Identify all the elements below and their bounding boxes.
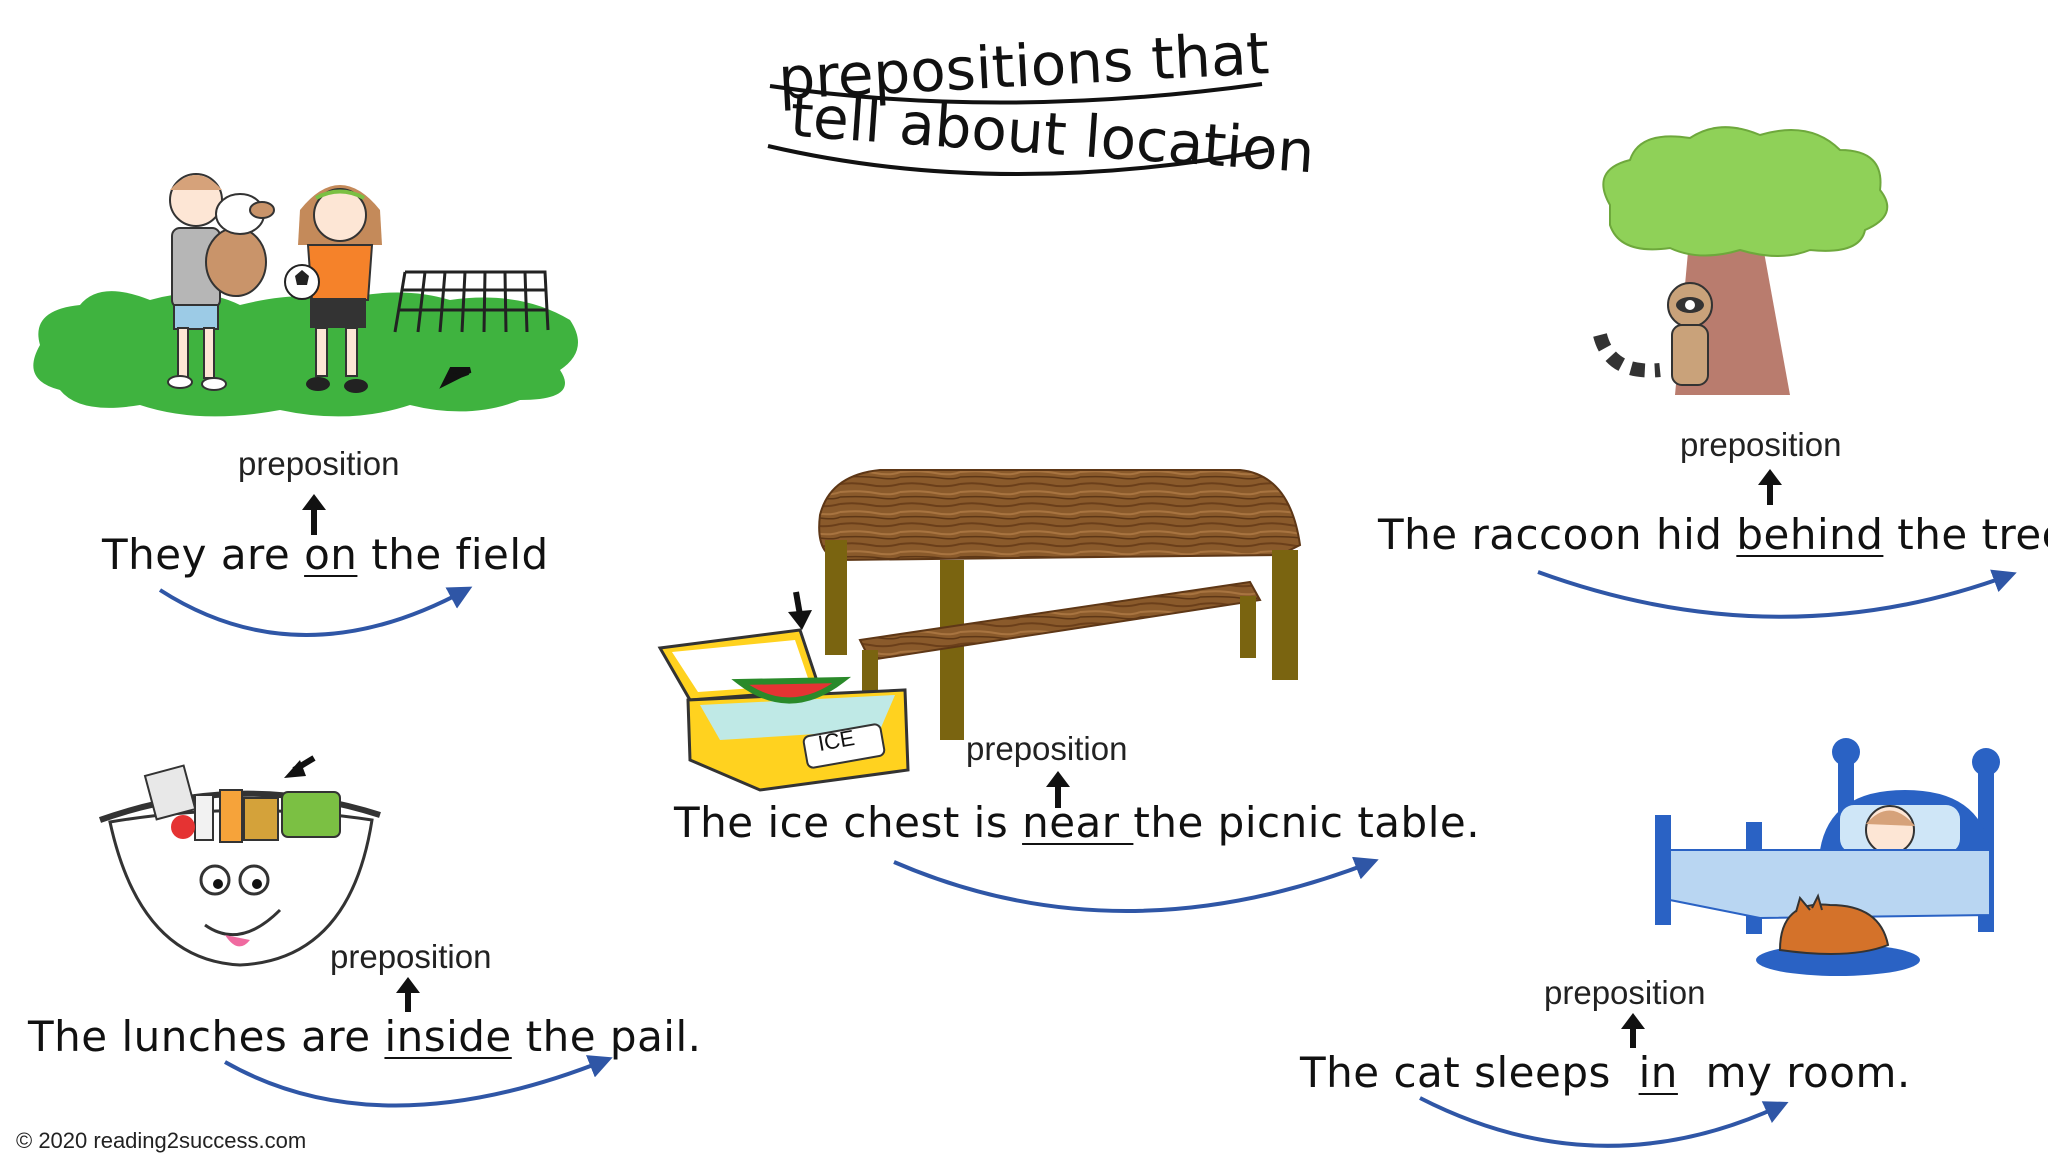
title-underline-bottom — [767, 144, 1269, 177]
preposition-in: in — [1638, 1048, 1678, 1097]
preposition-label-table: preposition — [966, 730, 1128, 767]
preposition-on: on — [304, 530, 358, 579]
bed-illustration — [1655, 738, 2000, 976]
pail-smile — [204, 908, 282, 937]
sentence-tree: The raccoon hid behind the tree. — [1378, 510, 2048, 559]
dog-figure — [205, 193, 275, 297]
curved-arrow-table — [893, 856, 1379, 913]
table-leg — [825, 540, 847, 655]
preposition-inside: inside — [384, 1012, 512, 1061]
curved-arrow-tree — [1537, 569, 2017, 619]
raccoon-figure — [1593, 282, 1713, 386]
pointer-arrow-field — [439, 367, 472, 389]
preposition-label-tree: preposition — [1680, 426, 1842, 463]
preposition-label-field: preposition — [238, 445, 400, 482]
sentence-pail: The lunches are inside the pail. — [28, 1012, 702, 1061]
sentence-table: The ice chest is near the picnic table. — [674, 798, 1481, 847]
preposition-label-pail: preposition — [330, 938, 492, 975]
soccer-goal — [393, 270, 550, 333]
lunchbox — [281, 791, 341, 838]
picnic-table-illustration — [818, 469, 1302, 740]
blanket — [1669, 849, 1991, 920]
pail-illustration — [98, 755, 381, 967]
table-top — [818, 469, 1302, 562]
preposition-label-room: preposition — [1544, 974, 1706, 1011]
preposition-behind: behind — [1736, 510, 1884, 559]
tree-canopy — [1602, 126, 1889, 257]
food-box — [143, 764, 197, 821]
bench — [858, 580, 1262, 662]
table-leg — [940, 560, 964, 740]
bench-leg — [1240, 596, 1256, 658]
sentence-room: The cat sleeps in my room. — [1300, 1048, 1911, 1097]
curved-arrow-pail — [224, 1055, 613, 1108]
sentence-field: They are on the field — [102, 530, 549, 579]
girl-figure — [284, 185, 382, 393]
curved-arrow-field — [158, 586, 473, 637]
tree-illustration — [1593, 126, 1889, 395]
curved-arrow-room — [1419, 1096, 1789, 1148]
ice-chest-illustration — [657, 591, 910, 792]
cat-figure — [1778, 903, 1890, 955]
bed-post — [1655, 815, 1671, 925]
watermelon-slice — [731, 676, 852, 704]
copyright-text: © 2020 reading2success.com — [16, 1128, 307, 1153]
title-underline-top — [769, 82, 1263, 105]
table-leg — [1272, 550, 1298, 680]
preposition-near: near — [1022, 798, 1134, 847]
field-illustration — [33, 173, 579, 417]
